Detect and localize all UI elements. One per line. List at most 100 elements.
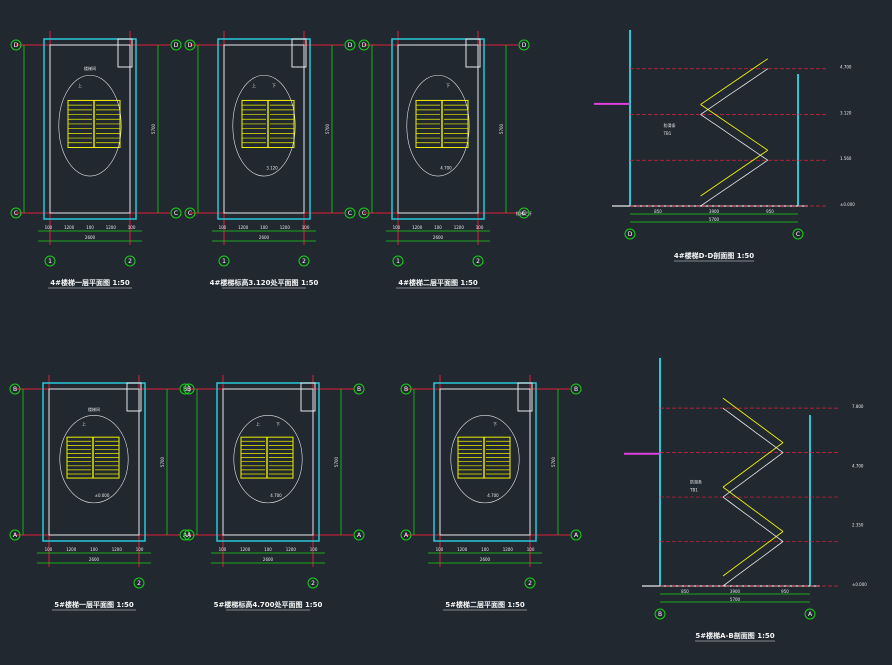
column-top-right	[517, 382, 533, 412]
dim-text: 3900	[730, 589, 741, 594]
room-tag: 楼梯间	[88, 406, 100, 412]
walking-line	[406, 74, 470, 177]
axis-bubble-bottom-right-label: C	[174, 210, 178, 217]
axis-bubble-bottom-right-label: A	[574, 532, 579, 539]
axis-bubble-top-left	[184, 39, 196, 51]
axis-bubble-num-right	[124, 255, 136, 267]
dim-text: 100	[45, 225, 53, 230]
level-mark: 4.700	[270, 493, 282, 498]
axis-bubble-bottom-left	[184, 207, 196, 219]
label-down: 下	[276, 422, 280, 427]
axis-bubble-top-right-label: D	[174, 42, 179, 49]
axis-bubble-top-right-label: D	[522, 42, 527, 49]
dim-total-width: 5700	[709, 217, 720, 222]
dim-text: 950	[766, 209, 774, 214]
axis-bubble-top-left	[9, 383, 21, 395]
panel-caption: 5#楼梯二层平面图 1:50	[445, 600, 525, 609]
axis-bubble-num-left-label: 1	[222, 258, 226, 265]
stair-flight	[457, 436, 511, 479]
axis-bubble-top-left-label: B	[187, 386, 191, 393]
level-value: 3.120	[840, 110, 852, 115]
wall-outline	[216, 382, 320, 542]
wall-inner	[223, 44, 305, 214]
axis-bubble-num-right-label: 2	[311, 580, 315, 587]
axis-bubble-num-right	[524, 577, 536, 589]
axis-bubble-top-right	[353, 383, 365, 395]
handrail	[700, 104, 769, 151]
panel-caption: 4#楼梯一层平面图 1:50	[50, 278, 130, 287]
wall-inner	[48, 388, 140, 536]
axis-bubble-bottom-left-label: A	[187, 532, 192, 539]
stair-flight	[241, 99, 295, 148]
axis-bubble-right-label: A	[808, 611, 813, 618]
stair-flight	[240, 436, 294, 479]
axis-bubble-top-left-label: D	[14, 42, 19, 49]
axis-bubble-top-right-label: D	[348, 42, 353, 49]
dim-text: 100	[219, 547, 227, 552]
label-down: 下	[272, 83, 276, 88]
section-note: TB1	[689, 487, 698, 492]
axis-bubble-num-left	[44, 255, 56, 267]
label-up: 上	[252, 82, 256, 88]
level-value: 4.700	[840, 65, 852, 70]
axis-bubble-bottom-left-label: C	[188, 210, 192, 217]
dim-text: 100	[45, 547, 53, 552]
room-tag: 楼梯间	[84, 65, 96, 71]
axis-bubble-bottom-right-label: A	[357, 532, 362, 539]
axis-bubble-num-right	[133, 577, 145, 589]
axis-bubble-num-right	[472, 255, 484, 267]
axis-bubble-top-left-label: D	[188, 42, 193, 49]
level-value: 7.800	[852, 404, 864, 409]
walking-line	[59, 414, 129, 504]
column-top-right	[126, 382, 142, 412]
stair-flight-section	[722, 496, 784, 542]
axis-bubble-right-label: C	[796, 231, 800, 238]
section-note: TB1	[663, 131, 672, 136]
dim-text: 100	[476, 225, 484, 230]
axis-bubble-top-left-label: B	[13, 386, 17, 393]
axis-bubble-top-left-label: B	[404, 386, 408, 393]
axis-bubble-bottom-right-label: C	[522, 210, 526, 217]
axis-bubble-bottom-right	[518, 207, 530, 219]
axis-bubble-num-right-label: 2	[137, 580, 141, 587]
axis-bubble-left-label: B	[658, 611, 662, 618]
dim-text: 100	[310, 547, 318, 552]
dim-text: 100	[302, 225, 310, 230]
section-caption: 5#楼梯A-B剖面图 1:50	[695, 631, 774, 640]
stair-flight-section	[700, 68, 769, 115]
wall-inner	[49, 44, 131, 214]
axis-bubble-top-left-label: D	[362, 42, 367, 49]
handrail	[700, 58, 769, 105]
column-top-right	[465, 38, 481, 68]
dim-text: 1200	[238, 225, 249, 230]
axis-bubble-num-right-label: 2	[302, 258, 306, 265]
axis-bubble-bottom-left	[10, 207, 22, 219]
level-value: ±0.000	[840, 202, 855, 207]
dim-total-height: 5700	[160, 456, 165, 467]
panel-caption: 4#楼梯标高3.120处平面图 1:50	[210, 278, 319, 287]
level-mark: 4.700	[487, 493, 499, 498]
level-value: 2.350	[852, 523, 864, 528]
walking-line	[450, 414, 520, 504]
axis-bubble-bottom-right-label: C	[348, 210, 352, 217]
dim-text: 100	[264, 547, 272, 552]
column-top-right	[117, 38, 133, 68]
label-up: 上	[78, 82, 82, 88]
dim-text: 3900	[709, 209, 720, 214]
wall-inner	[222, 388, 314, 536]
axis-bubble-top-right	[570, 383, 582, 395]
dim-text: 1200	[64, 225, 75, 230]
axis-bubble-bottom-right	[170, 207, 182, 219]
axis-bubble-left	[654, 608, 666, 620]
label-down: 下	[446, 83, 450, 88]
stair-flight-section	[722, 541, 784, 587]
dim-total-height: 5700	[334, 456, 339, 467]
axis-bubble-left	[624, 228, 636, 240]
section-note: 防滑条	[664, 122, 676, 128]
dim-total-width: 5700	[730, 597, 741, 602]
dim-text: 100	[436, 547, 444, 552]
